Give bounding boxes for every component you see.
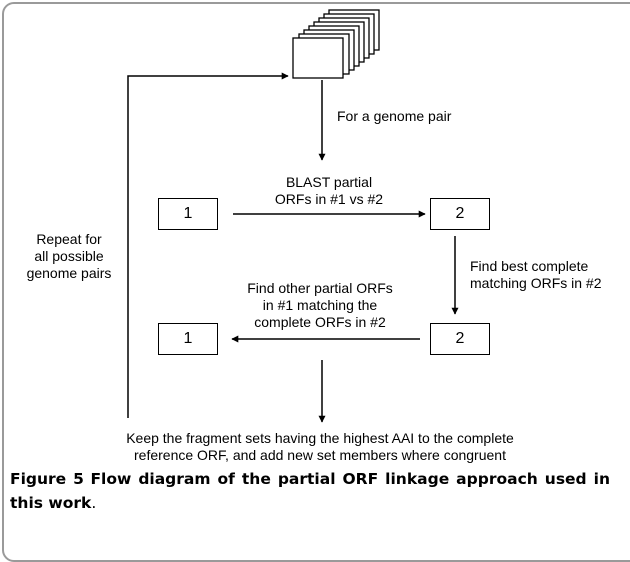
arrow-repeat-loop <box>127 72 289 418</box>
label-repeat-line3: genome pairs <box>26 265 112 281</box>
genome-1-box-bottom: 1 <box>158 323 218 355</box>
label-find-best-line1: Find best complete <box>470 258 589 274</box>
label-blast-line1: BLAST partial <box>285 174 373 190</box>
label-find-other: Find other partial ORFs in #1 matching t… <box>220 280 420 331</box>
label-find-other-line2: in #1 matching the <box>262 297 378 313</box>
label-find-other-line1: Find other partial ORFs <box>247 280 393 296</box>
label-keep: Keep the fragment sets having the highes… <box>60 430 580 464</box>
label-repeat-line1: Repeat for <box>36 231 102 247</box>
genome-2-box-bottom: 2 <box>430 323 490 355</box>
label-genome-pair: For a genome pair <box>337 108 452 124</box>
label-keep-line2: reference ORF, and add new set members w… <box>134 447 506 463</box>
caption-text: Flow diagram of the partial ORF linkage … <box>10 470 610 512</box>
label-repeat-line2: all possible <box>34 248 104 264</box>
caption-label: Figure 5 <box>10 470 84 488</box>
label-blast-line2: ORFs in #1 vs #2 <box>274 191 384 207</box>
genome-2-box-top: 2 <box>430 198 490 230</box>
genome-1-box-top: 1 <box>158 198 218 230</box>
label-find-other-line3: complete ORFs in #2 <box>254 314 386 330</box>
label-find-best: Find best complete matching ORFs in #2 <box>470 258 602 292</box>
figure-caption: Figure 5 Flow diagram of the partial ORF… <box>10 467 610 515</box>
label-repeat: Repeat for all possible genome pairs <box>24 231 114 282</box>
label-keep-line1: Keep the fragment sets having the highes… <box>126 430 514 446</box>
label-blast: BLAST partial ORFs in #1 vs #2 <box>229 174 429 208</box>
label-find-best-line2: matching ORFs in #2 <box>470 275 602 291</box>
caption-end: . <box>91 494 97 512</box>
flow-diagram <box>127 9 459 423</box>
genome-stack-icon <box>292 9 380 79</box>
